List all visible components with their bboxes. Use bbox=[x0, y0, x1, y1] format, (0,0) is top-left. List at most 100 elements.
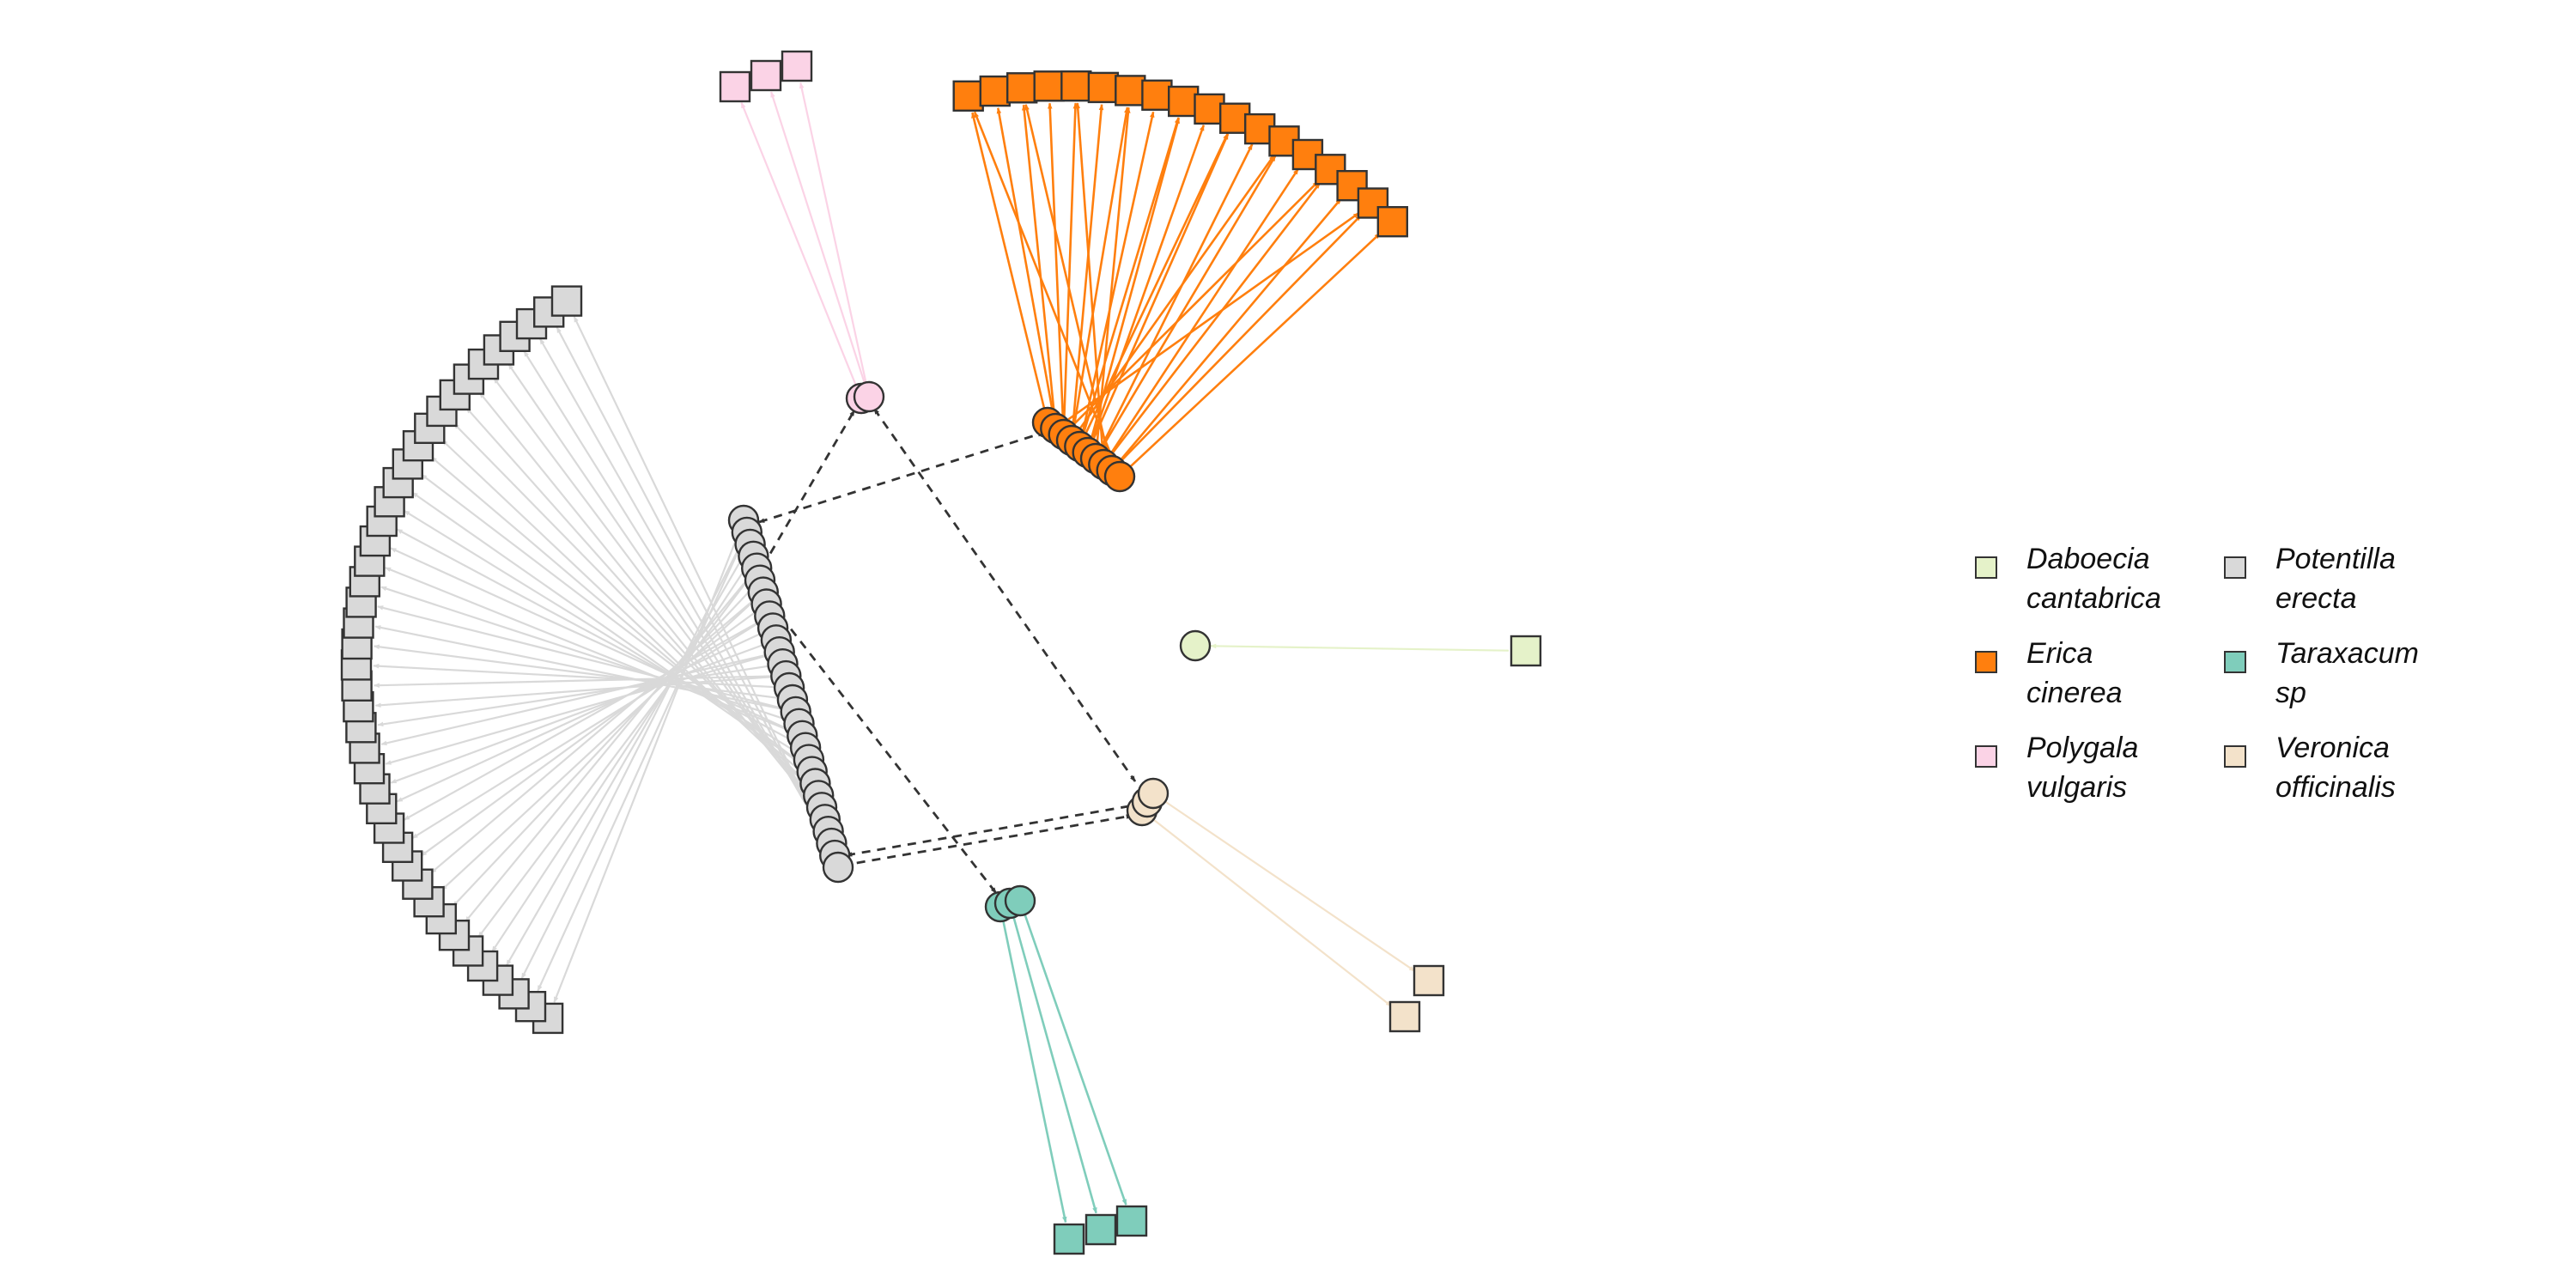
veronica-square-node bbox=[1388, 1000, 1421, 1033]
erica-edge bbox=[971, 112, 1046, 408]
daboecia-circle-node bbox=[1179, 629, 1212, 662]
legend-label-veronica: Veronica officinalis bbox=[2275, 728, 2396, 807]
legend-genus: Polygala bbox=[2026, 732, 2139, 764]
erica-edge bbox=[1063, 102, 1078, 420]
erica-edge bbox=[1103, 155, 1277, 447]
erica-edge bbox=[996, 107, 1054, 414]
erica-square-node bbox=[979, 75, 1012, 107]
erica-edge bbox=[1111, 167, 1299, 453]
daboecia-square-node bbox=[1510, 635, 1542, 667]
taraxacum-edge bbox=[1002, 921, 1067, 1224]
potentilla-edge bbox=[556, 326, 829, 842]
legend-item-taraxacum: Taraxacum sp bbox=[2224, 634, 2482, 713]
potentilla-edge bbox=[373, 663, 775, 689]
legend-label-potentilla: Potentilla erecta bbox=[2275, 539, 2396, 618]
potentilla-edge bbox=[374, 676, 771, 708]
veronica-edge bbox=[1165, 801, 1416, 972]
potentilla-square-node bbox=[550, 285, 583, 317]
legend-swatch-veronica bbox=[2224, 745, 2246, 768]
erica-square-node bbox=[1087, 71, 1120, 104]
erica-square-node bbox=[1141, 79, 1173, 112]
erica-edge bbox=[1021, 104, 1055, 414]
legend-item-daboecia: Daboecia cantabrica bbox=[1975, 539, 2224, 618]
legend-swatch-erica bbox=[1975, 651, 1997, 673]
erica-square-node bbox=[1060, 70, 1092, 102]
potentilla-edge bbox=[390, 547, 789, 731]
erica-edge bbox=[1073, 180, 1320, 425]
circle-nodes bbox=[727, 380, 1212, 923]
erica-edge bbox=[1130, 232, 1382, 467]
erica-edge bbox=[1047, 102, 1065, 420]
erica-square-node bbox=[1033, 70, 1065, 102]
veronica-square-node bbox=[1413, 964, 1445, 997]
legend-item-polygala: Polygala vulgaris bbox=[1975, 728, 2224, 807]
legend-swatch-potentilla bbox=[2224, 556, 2246, 579]
polygala-edge bbox=[799, 82, 867, 382]
erica-circle-node bbox=[1103, 460, 1136, 493]
erica-edge bbox=[1081, 111, 1155, 432]
inter-species-edges bbox=[758, 408, 1137, 894]
legend-genus: Potentilla bbox=[2275, 543, 2396, 575]
potentilla-edge bbox=[429, 601, 752, 874]
erica-square-node bbox=[1115, 75, 1146, 106]
legend-epithet: erecta bbox=[2275, 582, 2357, 615]
potentilla-edge bbox=[538, 337, 829, 842]
erica-edge bbox=[1101, 143, 1254, 446]
taraxacum-edge bbox=[1024, 914, 1127, 1206]
legend-swatch-daboecia bbox=[1975, 556, 1997, 579]
erica-edge bbox=[1096, 106, 1131, 444]
polygala-square-node bbox=[781, 50, 813, 82]
taraxacum-square-node bbox=[1084, 1213, 1117, 1246]
dashed-edge bbox=[846, 804, 1134, 857]
polygala-circle-node bbox=[853, 380, 885, 413]
potentilla-edge bbox=[464, 579, 748, 923]
potentilla-edge bbox=[373, 675, 771, 688]
taraxacum-edge bbox=[1012, 917, 1097, 1214]
legend-swatch-taraxacum bbox=[2224, 651, 2246, 673]
dashed-edge bbox=[872, 408, 1137, 782]
legend-epithet: sp bbox=[2275, 677, 2306, 709]
taraxacum-square-node bbox=[1053, 1223, 1085, 1255]
erica-edge bbox=[1092, 133, 1230, 440]
erica-edge bbox=[1112, 182, 1321, 453]
erica-square-node bbox=[1376, 205, 1409, 238]
legend-label-erica: Erica cinerea bbox=[2026, 634, 2123, 713]
legend-genus: Daboecia bbox=[2026, 543, 2150, 575]
legend-epithet: officinalis bbox=[2275, 771, 2396, 804]
erica-edge bbox=[1072, 104, 1104, 426]
legend-item-veronica: Veronica officinalis bbox=[2224, 728, 2482, 807]
potentilla-edge bbox=[505, 556, 744, 966]
taraxacum-circle-node bbox=[1004, 884, 1036, 917]
legend-epithet: cinerea bbox=[2026, 677, 2123, 709]
legend-label-daboecia: Daboecia cantabrica bbox=[2026, 539, 2161, 618]
potentilla-edge bbox=[478, 392, 817, 808]
polygala-edge bbox=[770, 91, 866, 383]
dashed-edge bbox=[841, 814, 1133, 867]
polygala-edge bbox=[740, 101, 857, 385]
legend: Daboecia cantabrica Potentilla erecta Er… bbox=[1975, 539, 2524, 807]
potentilla-edge bbox=[420, 612, 755, 857]
legend-epithet: vulgaris bbox=[2026, 771, 2128, 804]
daboecia-edge bbox=[1210, 643, 1510, 652]
legend-genus: Taraxacum bbox=[2275, 637, 2419, 670]
veronica-edge bbox=[1153, 819, 1392, 1007]
erica-square-node bbox=[1194, 93, 1225, 125]
legend-item-erica: Erica cinerea bbox=[1975, 634, 2224, 713]
erica-edge bbox=[1121, 214, 1362, 461]
potentilla-edge bbox=[403, 623, 757, 821]
erica-square-node bbox=[1167, 85, 1200, 118]
dashed-edge bbox=[761, 410, 856, 568]
erica-square-node bbox=[952, 80, 984, 112]
potentilla-edge bbox=[377, 605, 781, 709]
potentilla-circle-node bbox=[822, 851, 854, 884]
polygala-square-node bbox=[750, 59, 782, 92]
legend-genus: Veronica bbox=[2275, 732, 2390, 764]
erica-square-node bbox=[1005, 72, 1038, 104]
square-nodes bbox=[340, 50, 1542, 1255]
potentilla-edge bbox=[477, 580, 749, 939]
erica-edge bbox=[1075, 102, 1104, 450]
potentilla-edge bbox=[430, 456, 805, 775]
erica-edge bbox=[1067, 212, 1360, 421]
legend-swatch-polygala bbox=[1975, 745, 1997, 768]
